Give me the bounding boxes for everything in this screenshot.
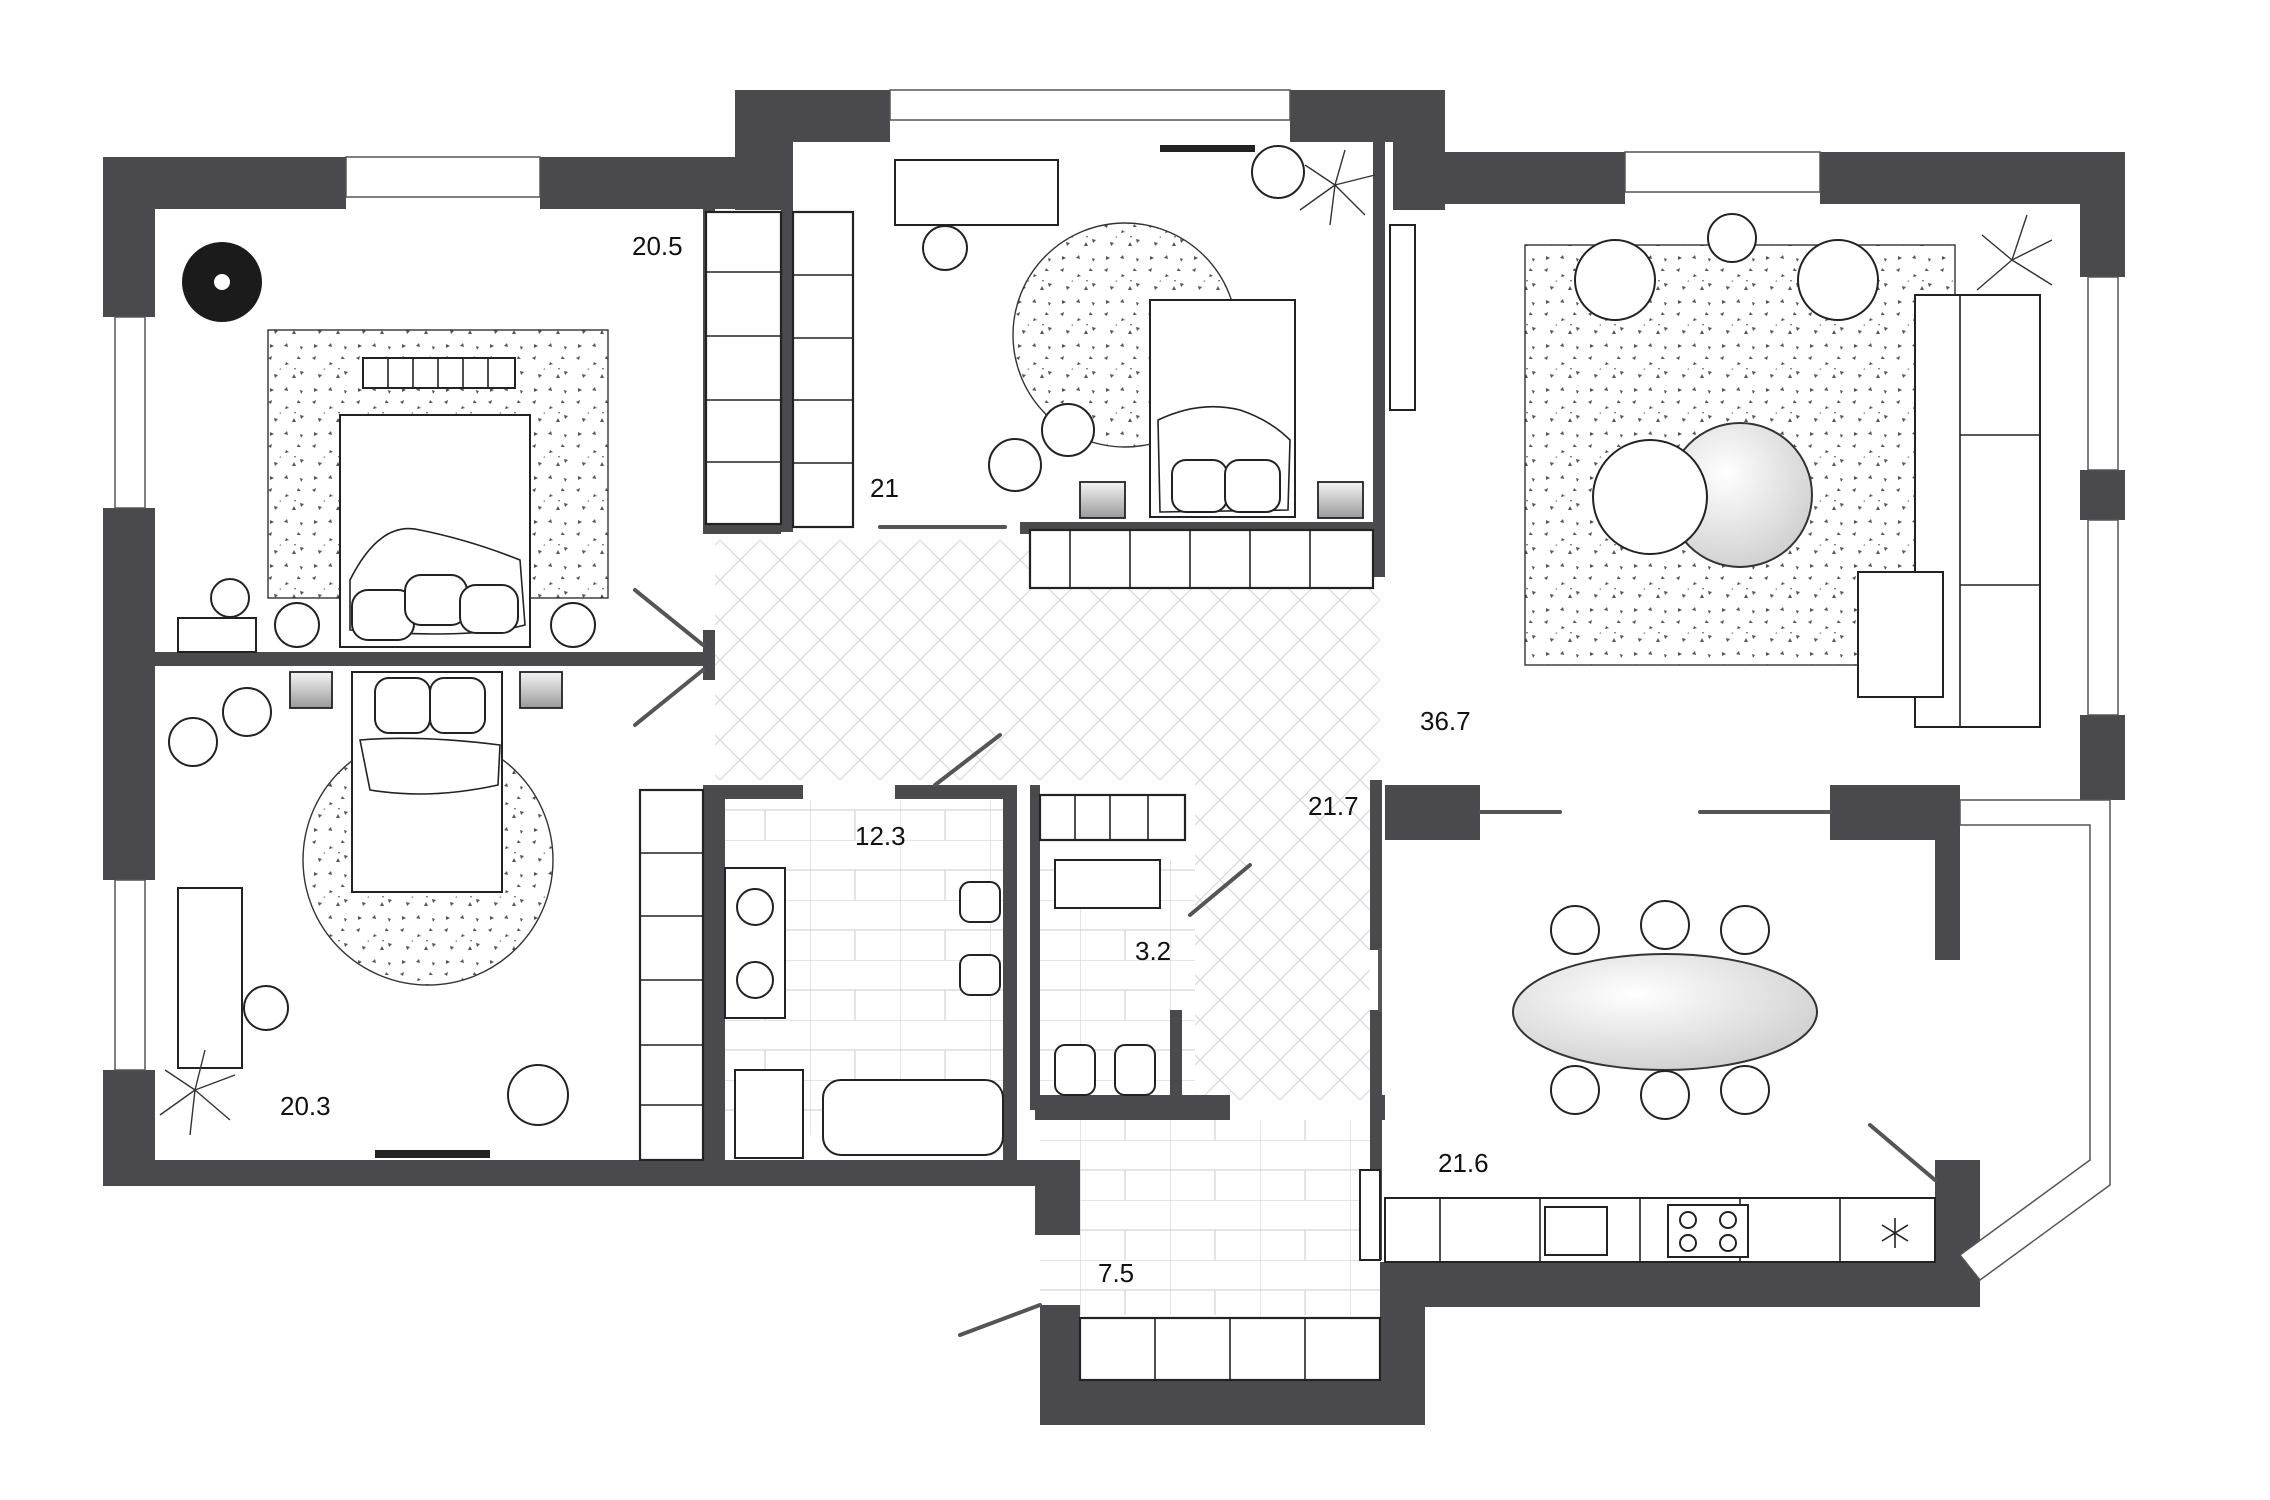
sink-icon — [736, 888, 774, 926]
window-bay — [1958, 799, 2111, 1282]
sink-icon — [1544, 1206, 1608, 1256]
nightstand — [1079, 481, 1126, 519]
sink-icon — [736, 961, 774, 999]
nightstand — [519, 671, 563, 709]
fern-plant-icon — [1976, 214, 2053, 291]
nightstand-round — [550, 602, 596, 648]
room-area-label: 21.7 — [1308, 791, 1359, 821]
room-area-label: 21.6 — [1438, 1148, 1489, 1178]
cooktop-icon — [1667, 1204, 1749, 1258]
window-right-middle — [2087, 519, 2119, 716]
kitchen-counter — [1384, 1197, 1936, 1263]
round-table — [1251, 145, 1305, 199]
pillows — [1171, 459, 1281, 513]
fern-plant-icon — [159, 1049, 236, 1136]
nightstand — [289, 671, 333, 709]
shower-tray — [1054, 859, 1161, 909]
desk — [894, 159, 1059, 226]
room-area-label: 21 — [870, 473, 899, 503]
bedroom-top-left: 20.5 — [177, 210, 783, 653]
corridor-floor — [1195, 780, 1370, 1100]
pouf — [507, 1064, 569, 1126]
ottoman — [988, 438, 1042, 492]
outer-walls — [103, 90, 2125, 1425]
fan-icon — [1881, 1218, 1909, 1248]
dining-table — [1512, 953, 1818, 1071]
toilet-icon — [959, 881, 1001, 923]
tv — [1160, 145, 1255, 152]
room-area-label: 12.3 — [855, 821, 906, 851]
window-left-upper — [114, 316, 146, 509]
dining-chairs — [1550, 900, 1770, 1120]
cabinet — [1389, 224, 1416, 411]
window-left-lower — [114, 879, 146, 1071]
ottoman — [168, 717, 218, 767]
kitchen-dining: 21.6 — [1384, 900, 1936, 1263]
desk — [177, 887, 243, 1069]
wardrobe — [704, 210, 783, 526]
chair-icon — [210, 578, 250, 618]
entrance-floor — [1040, 1120, 1380, 1315]
windows — [114, 89, 2119, 1282]
fern-plant-icon — [1299, 149, 1376, 226]
chair-icon — [243, 985, 289, 1031]
sofa — [1857, 294, 2041, 728]
chair-icon — [922, 225, 968, 271]
nightstand — [1317, 481, 1364, 519]
room-area-label: 20.3 — [280, 1091, 331, 1121]
dresser — [1028, 528, 1375, 590]
hallway: 21.7 — [1038, 791, 1359, 842]
palm-plant-icon — [182, 242, 262, 322]
shower-tray — [734, 1069, 804, 1159]
armchair-icon — [1574, 239, 1656, 321]
living-room: 36.7 — [1389, 213, 2053, 736]
nightstand-round — [274, 602, 320, 648]
bookshelf — [791, 210, 855, 529]
room-area-label: 20.5 — [632, 231, 683, 261]
side-table — [177, 617, 257, 653]
window-top-left — [345, 156, 541, 198]
toilet-icon — [1054, 1044, 1096, 1096]
room-area-label: 7.5 — [1098, 1258, 1134, 1288]
bathtub — [822, 1079, 1004, 1156]
ottoman — [222, 687, 272, 737]
bedroom-top-center: 21 — [791, 145, 1376, 590]
bed-blanket — [1157, 405, 1291, 513]
window-top-center — [889, 89, 1291, 121]
bedroom-bottom-left: 20.3 — [159, 671, 705, 1162]
ottoman — [1041, 403, 1095, 457]
bathroom-small: 3.2 — [1054, 859, 1171, 1096]
bathroom-large: 12.3 — [724, 821, 1004, 1159]
bidet-icon — [1114, 1044, 1156, 1096]
tv — [375, 1150, 490, 1158]
pillows — [351, 574, 519, 641]
bidet-icon — [959, 954, 1001, 996]
shelf-unit — [1038, 793, 1187, 842]
room-area-label: 3.2 — [1135, 936, 1171, 966]
window-right-upper — [2087, 276, 2119, 471]
pillows — [374, 677, 486, 734]
coat-rack — [1359, 1169, 1381, 1261]
shoe-cabinet — [1078, 1316, 1382, 1382]
headboard-shelf — [362, 357, 516, 389]
entrance: 7.5 — [1078, 1169, 1382, 1382]
armchair-icon — [1797, 239, 1879, 321]
coffee-table — [1592, 439, 1708, 555]
bed-blanket — [349, 527, 526, 635]
bookshelf — [638, 788, 705, 1162]
side-table — [1707, 213, 1757, 263]
doors — [633, 525, 1937, 1337]
window-top-right — [1624, 151, 1821, 193]
bed-blanket — [359, 737, 501, 795]
room-area-label: 36.7 — [1420, 706, 1471, 736]
